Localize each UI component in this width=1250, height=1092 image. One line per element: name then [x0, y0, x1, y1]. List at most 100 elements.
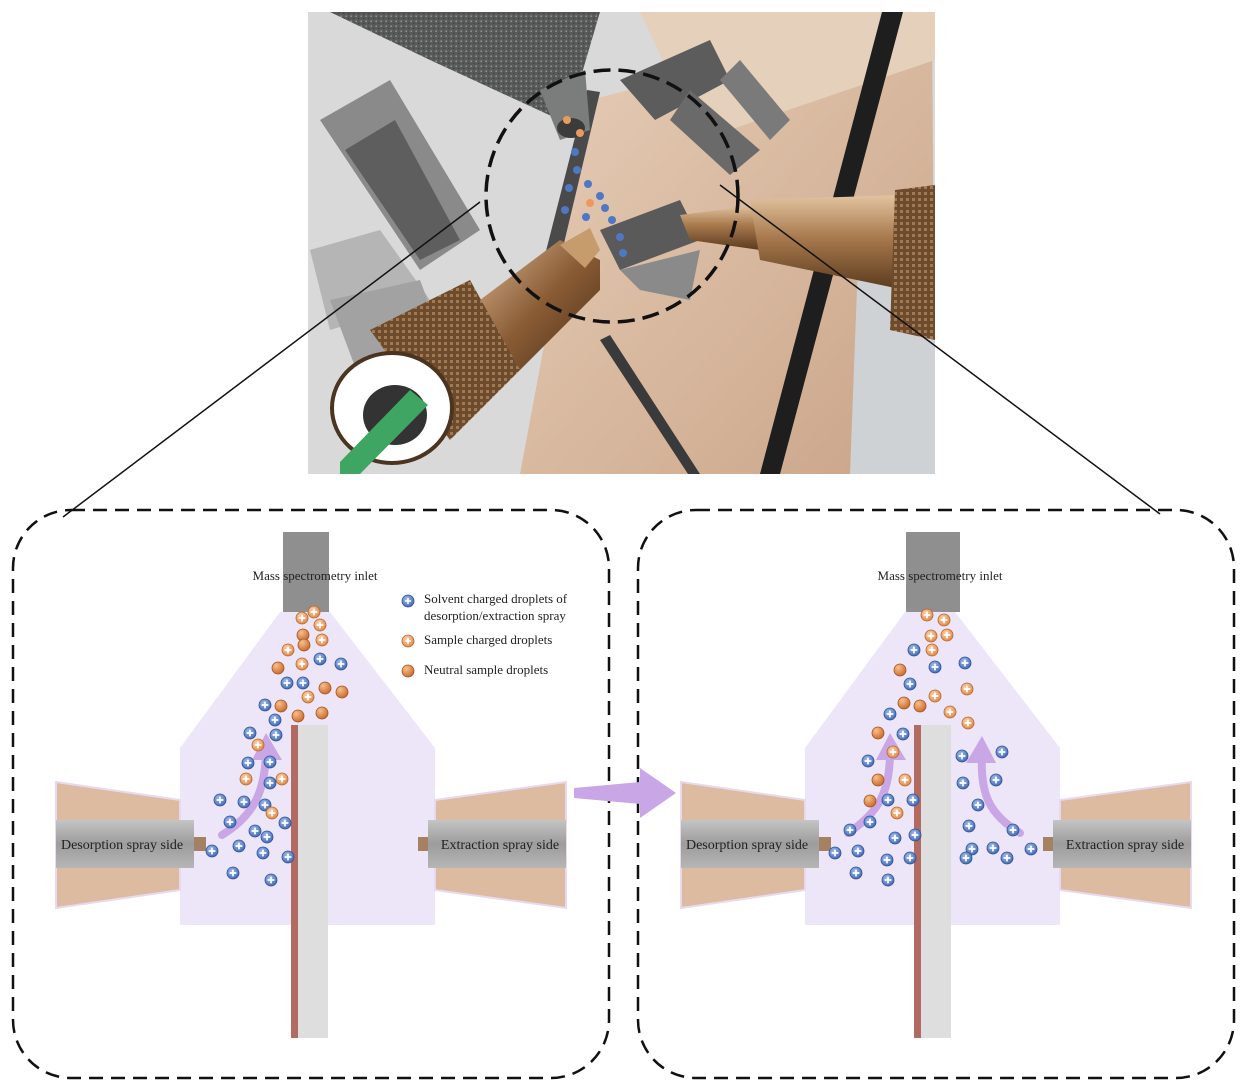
neutral-droplet: [871, 726, 885, 740]
neutral-droplet: [291, 709, 305, 723]
solvent-droplet: [205, 844, 219, 858]
extraction-capillary: [428, 820, 566, 868]
solvent-droplet: [313, 652, 327, 666]
flow-arrow-curve-left: [844, 748, 894, 837]
sample-droplet: [313, 618, 327, 632]
panel-desorption: Mass spectrometry inlet Desorption spray…: [55, 532, 568, 1038]
neutral-droplet: [897, 696, 911, 710]
ms-inlet: [906, 532, 960, 612]
solvent-droplet: [906, 793, 920, 807]
solvent-droplet: [1000, 851, 1014, 865]
solvent-droplet: [849, 866, 863, 880]
solvent-droplet: [1024, 842, 1038, 856]
sample-droplet: [275, 772, 289, 786]
flow-arrow-head-right: [966, 736, 996, 763]
solvent-droplet: [880, 853, 894, 867]
sample-droplet: [307, 605, 321, 619]
sample-droplet: [920, 608, 934, 622]
solvent-droplet: [888, 831, 902, 845]
beige-plate-top: [640, 12, 935, 140]
solvent-droplet: [269, 728, 283, 742]
neutral-droplet: [315, 706, 329, 720]
solvent-droplet: [989, 773, 1003, 787]
solvent-droplet: [248, 824, 262, 838]
sample-droplet: [315, 633, 329, 647]
solvent-droplet: [861, 754, 875, 768]
sample-droplet: [239, 772, 253, 786]
solvent-droplet: [264, 873, 278, 887]
solvent-droplet: [281, 850, 295, 864]
left-sprayer-knurl: [370, 280, 520, 440]
solvent-droplet: [995, 745, 1009, 759]
sample-droplet: [940, 628, 954, 642]
sample-droplet: [937, 613, 951, 627]
solvent-droplet: [334, 657, 348, 671]
ms-inlet: [283, 532, 329, 612]
sample-droplet: [928, 689, 942, 703]
extraction-label: Extraction spray side: [441, 838, 559, 853]
neutral-droplet: [297, 638, 311, 652]
sample-droplet: [960, 682, 974, 696]
solvent-droplet: [959, 851, 973, 865]
desorption-tip: [194, 837, 206, 851]
solvent-droplet: [241, 756, 255, 770]
solvent-droplet: [232, 839, 246, 853]
neutral-droplet: [893, 663, 907, 677]
sample-droplet: [251, 738, 265, 752]
solvent-droplet: [258, 798, 272, 812]
neutral-droplet: [871, 773, 885, 787]
solvent-droplet: [223, 815, 237, 829]
solvent-droplet: [965, 842, 979, 856]
solvent-droplet: [263, 755, 277, 769]
zoom-line-right: [719, 184, 1161, 515]
neutral-droplet: [913, 699, 927, 713]
plate-edge-line: [914, 725, 921, 1038]
sample-droplet: [961, 716, 975, 730]
bracket-low-2: [620, 250, 700, 300]
right-sprayer-knurl: [890, 185, 935, 340]
transition-arrow: [574, 768, 676, 818]
left-vane-shadow: [345, 120, 460, 260]
sample-droplet: [924, 629, 938, 643]
neutral-droplet: [274, 699, 288, 713]
droplets-right: [828, 608, 1038, 887]
green-tube: [340, 390, 428, 474]
sprayer-photo-illustration: [308, 12, 935, 474]
legend-sample-text: Sample charged droplets: [424, 632, 552, 647]
left-sprayer-nozzle: [480, 240, 600, 370]
solvent-droplet: [962, 819, 976, 833]
separation-plate: [921, 725, 951, 1038]
extraction-label: Extraction spray side: [1066, 838, 1184, 853]
solvent-droplet: [881, 873, 895, 887]
neutral-droplet: [863, 794, 877, 808]
right-sprayer-tip: [680, 205, 760, 250]
sample-droplet: [925, 643, 939, 657]
solvent-droplet: [881, 793, 895, 807]
solvent-droplet: [883, 707, 897, 721]
plate-edge: [545, 90, 600, 260]
left-sprayer-tip: [560, 228, 600, 268]
solvent-droplet: [268, 713, 282, 727]
solvent-droplet: [213, 793, 227, 807]
desorption-capillary: [681, 820, 819, 868]
photo-droplets: [561, 116, 627, 257]
desorption-capillary: [56, 820, 194, 868]
separation-plate: [298, 725, 328, 1038]
droplets-left: [205, 605, 349, 887]
sample-droplet: [943, 705, 957, 719]
solvent-droplet: [263, 776, 277, 790]
solvent-droplet: [843, 823, 857, 837]
solvent-droplet: [243, 726, 257, 740]
sample-droplet: [295, 657, 309, 671]
solvent-droplet: [280, 676, 294, 690]
bracket-right: [720, 60, 790, 140]
legend-neutral-text: Neutral sample droplets: [424, 662, 548, 677]
speckled-cone: [330, 12, 600, 120]
solvent-droplet: [908, 828, 922, 842]
solvent-droplet: [256, 846, 270, 860]
solvent-droplet: [1006, 823, 1020, 837]
solvent-droplet: [986, 841, 1000, 855]
solvent-droplet: [955, 749, 969, 763]
extraction-tip: [1043, 837, 1053, 851]
